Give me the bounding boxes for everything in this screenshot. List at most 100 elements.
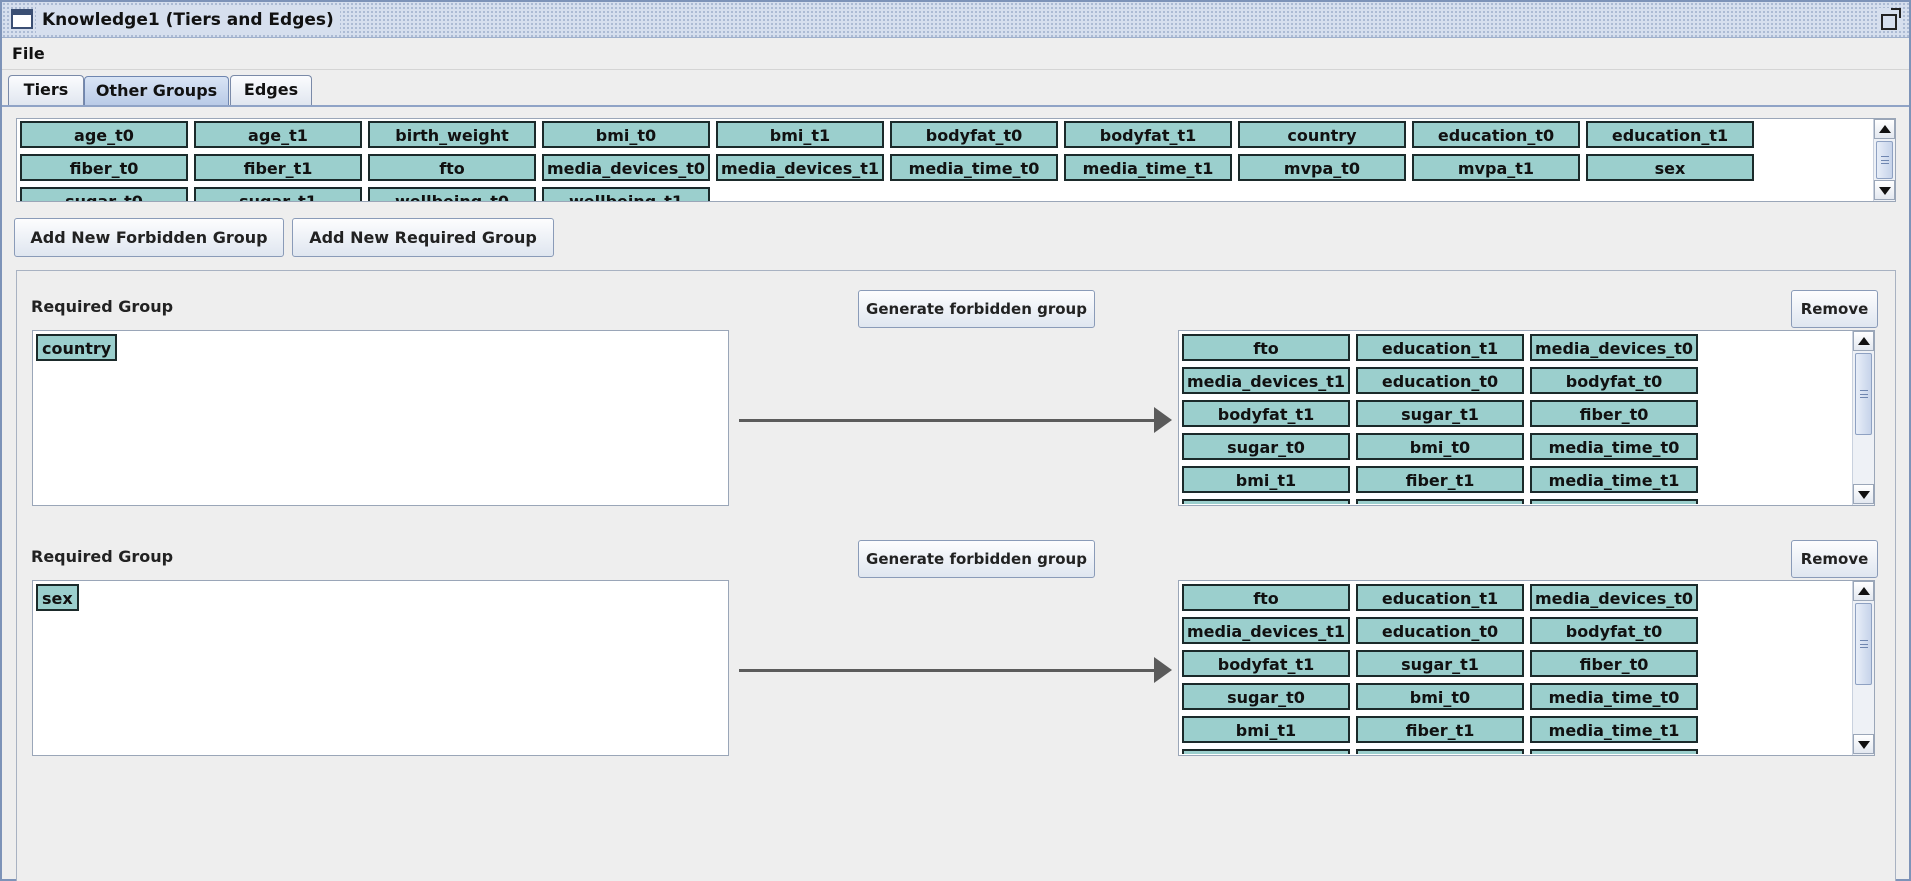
to-box-scrollbar[interactable] bbox=[1852, 331, 1874, 505]
to-variable-chip[interactable]: sugar_t1 bbox=[1356, 400, 1524, 427]
palette-scrollbar[interactable] bbox=[1873, 119, 1895, 201]
palette-variable-chip[interactable]: bodyfat_t0 bbox=[890, 121, 1058, 148]
to-variable-chip[interactable]: sugar_t1 bbox=[1356, 650, 1524, 677]
palette-variable-chip[interactable]: education_t0 bbox=[1412, 121, 1580, 148]
arrow-down-icon bbox=[1858, 491, 1870, 499]
to-variable-chip[interactable]: education_t0 bbox=[1356, 617, 1524, 644]
group-arrow-line bbox=[739, 669, 1169, 672]
to-variable-chip[interactable]: bodyfat_t0 bbox=[1530, 617, 1698, 644]
palette-variable-chip[interactable]: sex bbox=[1586, 154, 1754, 181]
tab-tiers[interactable]: Tiers bbox=[8, 75, 84, 106]
palette-variable-chip[interactable]: bodyfat_t1 bbox=[1064, 121, 1232, 148]
palette-variable-chip[interactable]: media_time_t0 bbox=[890, 154, 1058, 181]
to-variable-chip[interactable]: media_devices_t0 bbox=[1530, 584, 1698, 611]
to-variable-chip[interactable]: bmi_t0 bbox=[1356, 433, 1524, 460]
palette-variable-chip[interactable]: education_t1 bbox=[1586, 121, 1754, 148]
from-variable-chip[interactable]: sex bbox=[36, 584, 79, 611]
palette-variable-chip[interactable]: wellbeing_t1 bbox=[542, 187, 710, 201]
palette-variable-chip[interactable]: mvpa_t1 bbox=[1412, 154, 1580, 181]
menu-file[interactable]: File bbox=[12, 44, 45, 63]
to-variable-chip[interactable] bbox=[1182, 749, 1350, 754]
to-variable-chip[interactable]: media_devices_t0 bbox=[1530, 334, 1698, 361]
generate-forbidden-group-button[interactable]: Generate forbidden group bbox=[858, 540, 1095, 578]
tab-edges[interactable]: Edges bbox=[230, 75, 312, 106]
add-required-group-button[interactable]: Add New Required Group bbox=[292, 218, 554, 257]
palette-variable-chip[interactable]: fiber_t1 bbox=[194, 154, 362, 181]
to-variable-chip[interactable]: sugar_t0 bbox=[1182, 683, 1350, 710]
to-variable-chip[interactable]: media_time_t0 bbox=[1530, 683, 1698, 710]
to-variable-chip[interactable]: media_time_t0 bbox=[1530, 433, 1698, 460]
scroll-up-button[interactable] bbox=[1874, 119, 1895, 139]
tab-strip: Tiers Other Groups Edges bbox=[2, 72, 1909, 107]
maximize-icon[interactable] bbox=[1879, 8, 1901, 30]
required-from-box[interactable]: sex bbox=[32, 580, 729, 756]
to-variable-chip[interactable]: education_t1 bbox=[1356, 584, 1524, 611]
to-variable-chip[interactable]: bodyfat_t1 bbox=[1182, 400, 1350, 427]
to-variable-chip[interactable]: education_t0 bbox=[1356, 367, 1524, 394]
to-variable-chip[interactable] bbox=[1356, 749, 1524, 754]
to-variable-chip[interactable]: media_time_t1 bbox=[1530, 716, 1698, 743]
menu-bar: File bbox=[2, 38, 1909, 70]
from-variable-chip[interactable]: country bbox=[36, 334, 118, 361]
to-variable-chip[interactable]: bodyfat_t1 bbox=[1182, 650, 1350, 677]
scroll-down-button[interactable] bbox=[1853, 484, 1874, 504]
remove-group-button[interactable]: Remove bbox=[1791, 290, 1878, 328]
to-variable-chip[interactable]: media_devices_t1 bbox=[1182, 367, 1350, 394]
tab-other-groups[interactable]: Other Groups bbox=[84, 76, 229, 107]
to-variable-chip[interactable]: fiber_t1 bbox=[1356, 716, 1524, 743]
to-variable-chip[interactable]: bmi_t1 bbox=[1182, 716, 1350, 743]
palette-variable-chip[interactable]: media_devices_t1 bbox=[716, 154, 884, 181]
to-variable-chip[interactable]: education_t1 bbox=[1356, 334, 1524, 361]
to-variable-chip[interactable] bbox=[1530, 499, 1698, 504]
to-variable-chip[interactable]: fiber_t0 bbox=[1530, 650, 1698, 677]
to-variable-chip[interactable]: bmi_t0 bbox=[1356, 683, 1524, 710]
scroll-down-button[interactable] bbox=[1874, 180, 1895, 200]
scroll-thumb[interactable] bbox=[1855, 353, 1872, 435]
to-variable-chip[interactable]: fto bbox=[1182, 584, 1350, 611]
to-variable-chip[interactable]: media_devices_t1 bbox=[1182, 617, 1350, 644]
palette-variable-chip[interactable]: age_t1 bbox=[194, 121, 362, 148]
palette-variable-chip[interactable]: wellbeing_t0 bbox=[368, 187, 536, 201]
palette-variable-chip[interactable]: age_t0 bbox=[20, 121, 188, 148]
palette-variable-chip[interactable]: bmi_t1 bbox=[716, 121, 884, 148]
scroll-up-button[interactable] bbox=[1853, 331, 1874, 351]
palette-variable-chip[interactable]: sugar_t0 bbox=[20, 187, 188, 201]
to-variable-chip[interactable] bbox=[1356, 499, 1524, 504]
palette-variable-chip[interactable]: sugar_t1 bbox=[194, 187, 362, 201]
to-box-scrollbar[interactable] bbox=[1852, 581, 1874, 755]
scroll-thumb[interactable] bbox=[1855, 603, 1872, 685]
scroll-up-button[interactable] bbox=[1853, 581, 1874, 601]
scroll-down-button[interactable] bbox=[1853, 734, 1874, 754]
remove-group-button[interactable]: Remove bbox=[1791, 540, 1878, 578]
palette-variable-chip[interactable]: country bbox=[1238, 121, 1406, 148]
palette-variable-chip[interactable]: fto bbox=[368, 154, 536, 181]
to-variable-chip[interactable]: fiber_t1 bbox=[1356, 466, 1524, 493]
palette-variable-chip[interactable]: fiber_t0 bbox=[20, 154, 188, 181]
to-variable-chip[interactable] bbox=[1182, 499, 1350, 504]
to-variable-chip[interactable]: bmi_t1 bbox=[1182, 466, 1350, 493]
grip-icon bbox=[1881, 156, 1889, 164]
title-bar[interactable]: Knowledge1 (Tiers and Edges) bbox=[2, 2, 1909, 38]
scroll-thumb[interactable] bbox=[1876, 141, 1893, 179]
palette-variable-chip[interactable]: mvpa_t0 bbox=[1238, 154, 1406, 181]
to-variable-chip[interactable]: fto bbox=[1182, 334, 1350, 361]
to-variable-chip[interactable]: bodyfat_t0 bbox=[1530, 367, 1698, 394]
arrow-down-icon bbox=[1858, 741, 1870, 749]
palette-variable-chip[interactable]: birth_weight bbox=[368, 121, 536, 148]
palette-variable-chip[interactable]: media_time_t1 bbox=[1064, 154, 1232, 181]
to-variable-chip[interactable]: sugar_t0 bbox=[1182, 433, 1350, 460]
to-variable-chip[interactable]: media_time_t1 bbox=[1530, 466, 1698, 493]
add-forbidden-group-button[interactable]: Add New Forbidden Group bbox=[14, 218, 284, 257]
generate-forbidden-group-button[interactable]: Generate forbidden group bbox=[858, 290, 1095, 328]
required-from-box[interactable]: country bbox=[32, 330, 729, 506]
grip-icon bbox=[1860, 640, 1868, 648]
arrow-up-icon bbox=[1879, 125, 1891, 133]
to-variable-chip[interactable] bbox=[1530, 749, 1698, 754]
to-variable-chip[interactable]: fiber_t0 bbox=[1530, 400, 1698, 427]
palette-variable-chip[interactable]: media_devices_t0 bbox=[542, 154, 710, 181]
palette-variable-chip[interactable]: bmi_t0 bbox=[542, 121, 710, 148]
